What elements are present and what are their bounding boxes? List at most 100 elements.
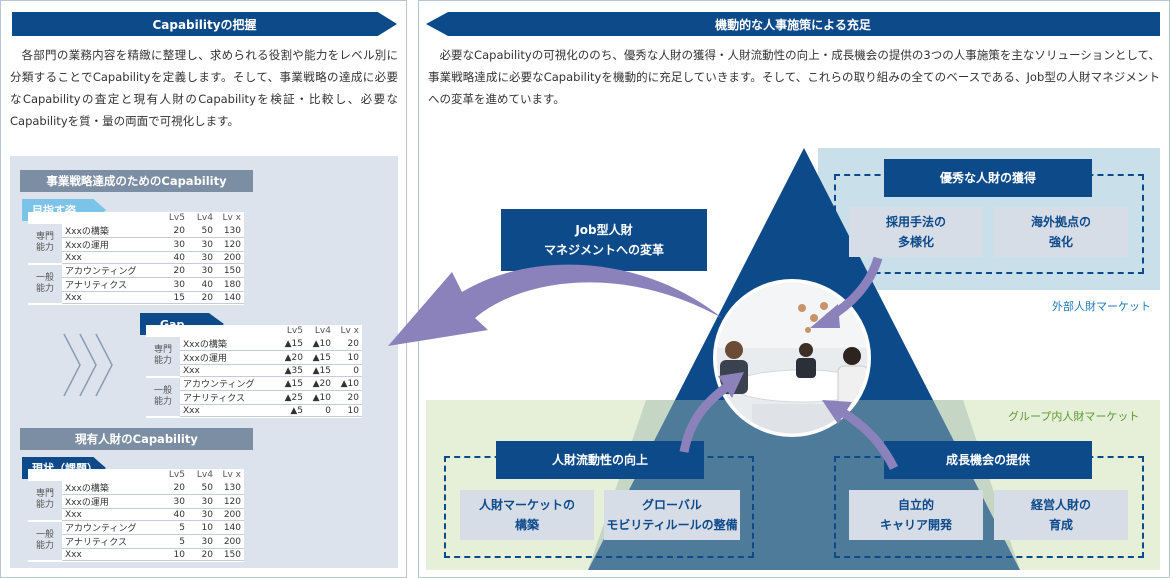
capability-value: 20 xyxy=(160,481,188,495)
capability-value: 30 xyxy=(188,508,216,521)
capability-item: Xxxの構築 xyxy=(62,481,160,495)
capability-value: 140 xyxy=(216,520,244,535)
growth-item-1: 自立的 キャリア開発 xyxy=(849,490,983,540)
capability-value: 20 xyxy=(188,548,216,561)
capability-value: 200 xyxy=(216,508,244,521)
mobility-arrowhead-icon xyxy=(718,372,744,398)
right-banner: 機動的な人事施策による充足 xyxy=(426,12,1160,36)
capability-item: アナリティクス xyxy=(180,390,278,405)
growth-item-2: 経営人財の 育成 xyxy=(994,490,1128,540)
acquisition-item-2-text: 海外拠点の 強化 xyxy=(1030,215,1091,249)
capability-value: 130 xyxy=(216,481,244,495)
capability-value: 0 xyxy=(306,404,334,417)
capability-value: ▲20 xyxy=(278,350,306,365)
capability-value: 10 xyxy=(334,404,362,417)
acquisition-title: 優秀な人財の獲得 xyxy=(939,171,1036,185)
right-banner-text: 機動的な人事施策による充足 xyxy=(715,17,871,32)
capability-item: Xxx xyxy=(62,251,160,264)
acquisition-title-box: 優秀な人財の獲得 xyxy=(884,159,1092,197)
ability-group-label: 専門 能力 xyxy=(28,224,62,265)
capability-value: ▲15 xyxy=(306,350,334,365)
capability-value: 200 xyxy=(216,534,244,549)
table-header-row: Lv5 Lv4 Lv x xyxy=(28,469,244,481)
capability-item: Xxx xyxy=(180,404,278,417)
acquisition-item-1: 採用手法の 多様化 xyxy=(849,207,983,257)
acquisition-item-1-text: 採用手法の 多様化 xyxy=(885,215,946,249)
capability-value: 140 xyxy=(216,291,244,304)
capability-value: 5 xyxy=(160,520,188,535)
growth-arrow-icon xyxy=(839,408,899,471)
acquisition-arrowhead-icon xyxy=(810,304,840,328)
level-header: Lv x xyxy=(222,470,241,480)
capability-value: 120 xyxy=(216,237,244,252)
capability-value: 10 xyxy=(334,350,362,365)
current-section-title: 現有人財のCapability xyxy=(20,428,253,450)
capability-item: アナリティクス xyxy=(62,277,160,292)
group-market-label: グループ内人財マーケット xyxy=(1008,410,1140,423)
capability-item: Xxx xyxy=(62,548,160,561)
capability-value: 15 xyxy=(160,291,188,304)
level-header: Lv4 xyxy=(314,326,331,336)
capability-value: 120 xyxy=(216,494,244,509)
capability-item: Xxxの構築 xyxy=(62,224,160,238)
external-market-label: 外部人財マーケット xyxy=(1052,300,1151,313)
capability-item: アカウンティング xyxy=(180,376,278,391)
capability-value: 40 xyxy=(188,277,216,292)
level-header: Lv4 xyxy=(196,213,213,223)
capability-value: 10 xyxy=(160,548,188,561)
capability-value: 30 xyxy=(188,494,216,509)
capability-value: ▲10 xyxy=(306,337,334,351)
left-description: 各部門の業務内容を精緻に整理し、求められる役割や能力をレベル別に分類することでC… xyxy=(10,48,398,128)
job-type-text: Job型人財 マネジメントへの変革 xyxy=(543,223,664,257)
capability-value: 40 xyxy=(160,251,188,264)
capability-value: 180 xyxy=(216,277,244,292)
capability-item: Xxx xyxy=(62,508,160,521)
capability-value: 30 xyxy=(188,263,216,278)
capability-value: 30 xyxy=(188,237,216,252)
mobility-title-box: 人財流動性の向上 xyxy=(496,441,704,479)
left-banner: Capabilityの把握 xyxy=(12,12,397,36)
capability-item: Xxxの運用 xyxy=(62,494,160,509)
level-header: Lv5 xyxy=(168,470,185,480)
job-type-box: Job型人財 マネジメントへの変革 xyxy=(500,208,708,272)
capability-value: 30 xyxy=(188,534,216,549)
growth-title: 成長機会の提供 xyxy=(945,453,1030,467)
acquisition-item-2: 海外拠点の 強化 xyxy=(994,207,1128,257)
capability-value: ▲20 xyxy=(306,376,334,391)
capability-value: 20 xyxy=(160,263,188,278)
ability-group-label: 一般 能力 xyxy=(28,520,62,562)
level-header: Lv4 xyxy=(196,470,213,480)
mobility-item-2-text: グローバル モビリティルールの整備 xyxy=(606,498,738,532)
growth-title-box: 成長機会の提供 xyxy=(884,441,1092,479)
chevrons-icon xyxy=(63,333,113,397)
mobility-arrow-icon xyxy=(679,382,731,453)
level-header: Lv x xyxy=(340,326,359,336)
capability-value: 30 xyxy=(160,277,188,292)
ability-group-label: 一般 能力 xyxy=(28,263,62,305)
capability-value: 50 xyxy=(188,224,216,238)
capability-value: ▲15 xyxy=(278,337,306,351)
ability-group-label: 専門 能力 xyxy=(28,481,62,522)
capability-item: Xxxの運用 xyxy=(62,237,160,252)
big-left-arrow-icon xyxy=(388,264,722,346)
capability-value: 130 xyxy=(216,224,244,238)
capability-value: 40 xyxy=(160,508,188,521)
